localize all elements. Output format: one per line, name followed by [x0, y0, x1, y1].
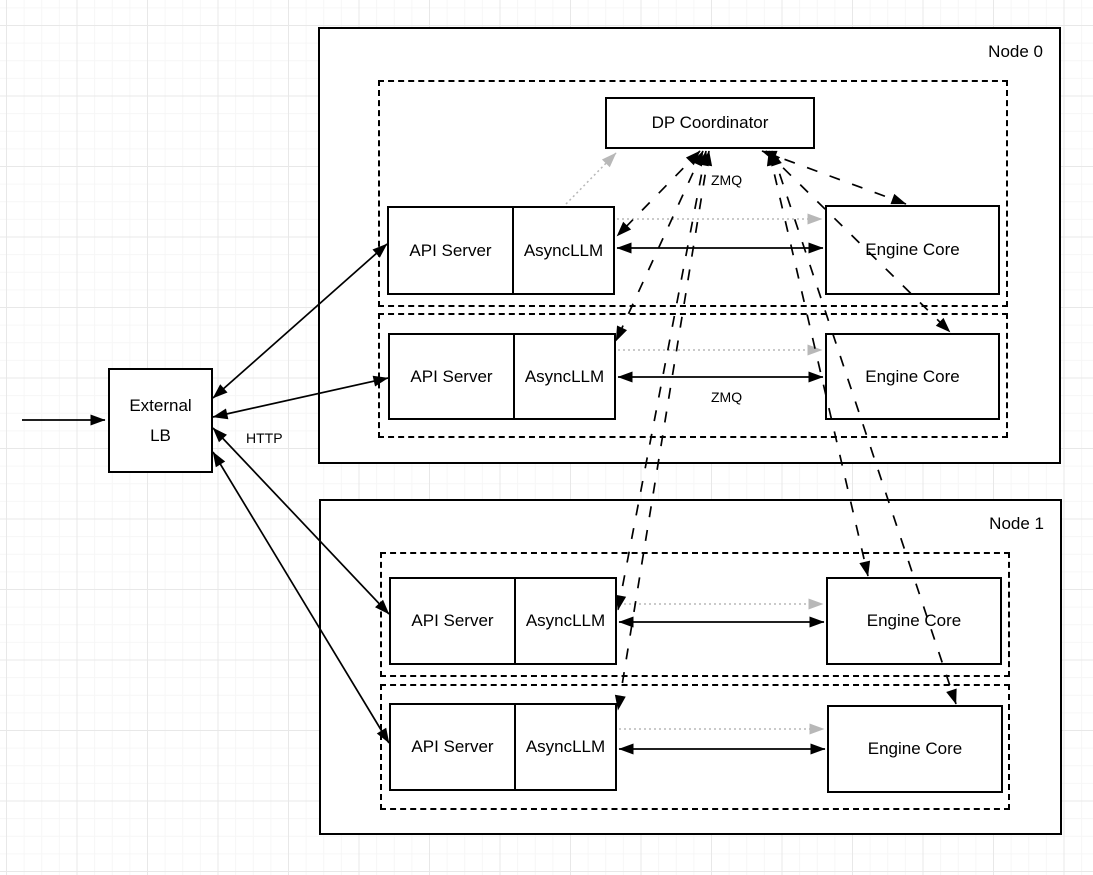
external-lb-label-line1: External: [129, 395, 192, 415]
asyncllm-label: AsyncLLM: [524, 366, 605, 386]
engine-core-label: Engine Core: [865, 240, 960, 259]
zmq-label-mid: ZMQ: [711, 389, 743, 405]
api-asyncllm-box-n1r0: API Server AsyncLLM: [389, 577, 617, 665]
engine-core-box-n1r0: Engine Core: [826, 577, 1002, 665]
api-server-label: API Server: [391, 579, 516, 663]
asyncllm-label: AsyncLLM: [525, 737, 606, 756]
engine-core-box-n1r1: Engine Core: [827, 705, 1003, 793]
engine-core-box-n0r0: Engine Core: [825, 205, 1000, 295]
node1-label: Node 1: [989, 514, 1044, 533]
engine-core-label: Engine Core: [866, 611, 962, 630]
api-asyncllm-box-n0r1: API Server AsyncLLM: [388, 333, 616, 420]
api-asyncllm-box-n1r1: API Server AsyncLLM: [389, 703, 617, 791]
external-lb-box: External LB: [108, 368, 213, 473]
api-server-label: API Server: [389, 208, 514, 293]
dp-coordinator-label: DP Coordinator: [651, 113, 769, 132]
engine-core-box-n0r1: Engine Core: [825, 333, 1000, 420]
node0-label: Node 0: [988, 42, 1043, 61]
api-server-label: API Server: [390, 335, 515, 418]
zmq-label-top: ZMQ: [711, 172, 743, 188]
engine-core-label: Engine Core: [867, 739, 963, 758]
asyncllm-label: AsyncLLM: [523, 240, 604, 260]
dp-coordinator-box: DP Coordinator: [605, 97, 815, 149]
asyncllm-label: AsyncLLM: [525, 611, 606, 630]
api-server-label: API Server: [391, 705, 516, 789]
http-label: HTTP: [246, 430, 283, 446]
api-asyncllm-box-n0r0: API Server AsyncLLM: [387, 206, 615, 295]
engine-core-label: Engine Core: [865, 366, 960, 386]
external-lb-label-line2: LB: [150, 425, 171, 445]
